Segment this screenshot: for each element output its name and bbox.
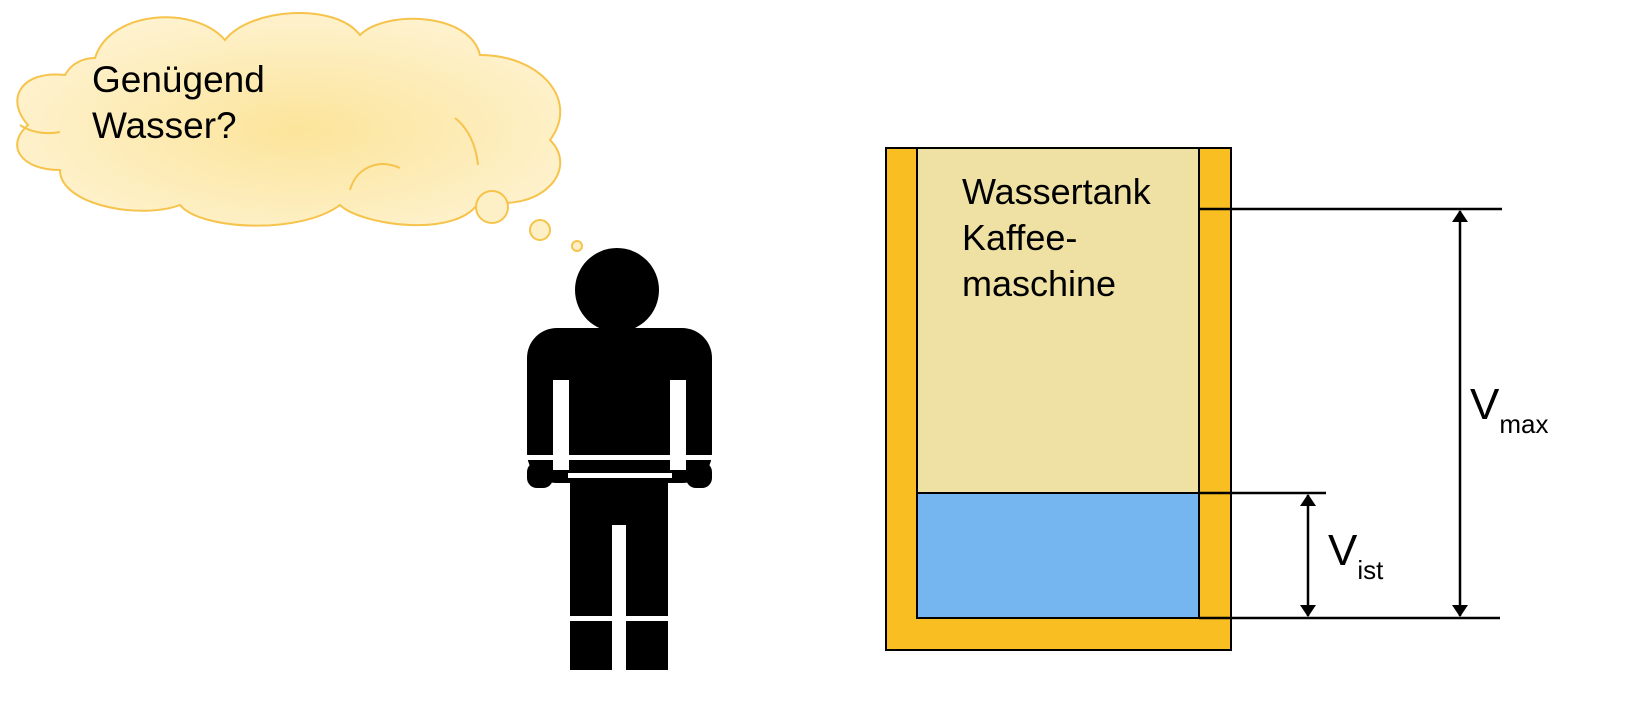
person-wrist-line — [520, 455, 720, 460]
cloud-inner-curve — [19, 124, 61, 135]
vist-symbol: V — [1328, 526, 1358, 575]
person-waist-line — [568, 473, 672, 478]
thought-text-line-1: Genügend — [92, 59, 265, 100]
thought-text-line-2: Wasser? — [92, 105, 237, 146]
thought-dot-medium — [529, 219, 551, 241]
person-hand-left — [527, 462, 553, 488]
person-torso — [527, 328, 712, 483]
tank-label-line-2: Kaffee- — [962, 217, 1078, 258]
person-head — [575, 248, 659, 332]
thought-dot-small — [571, 240, 583, 252]
tank-label-line-1: Wassertank — [962, 171, 1151, 212]
person-icon — [520, 248, 720, 675]
person-leg-gap — [612, 525, 626, 675]
person-knee-line — [568, 616, 672, 621]
thought-dot-large — [475, 190, 509, 224]
vist-subscript: ist — [1357, 555, 1384, 585]
cloud-inner-curve — [454, 117, 479, 166]
vmax-label: Vmax — [1470, 380, 1548, 439]
vist-label: Vist — [1328, 526, 1383, 585]
water-tank — [885, 147, 1232, 651]
vmax-subscript: max — [1499, 409, 1549, 439]
tank-label-line-3: maschine — [962, 263, 1117, 304]
water-level — [916, 492, 1200, 619]
cloud-inner-curve — [349, 163, 401, 191]
vmax-symbol: V — [1470, 380, 1500, 429]
dimension-lines — [1199, 207, 1502, 620]
cloud-shape — [16, 11, 562, 227]
thought-cloud — [16, 11, 583, 252]
person-arm-gap — [670, 380, 686, 470]
person-hand-right — [686, 462, 712, 488]
person-arm-gap — [553, 380, 569, 470]
